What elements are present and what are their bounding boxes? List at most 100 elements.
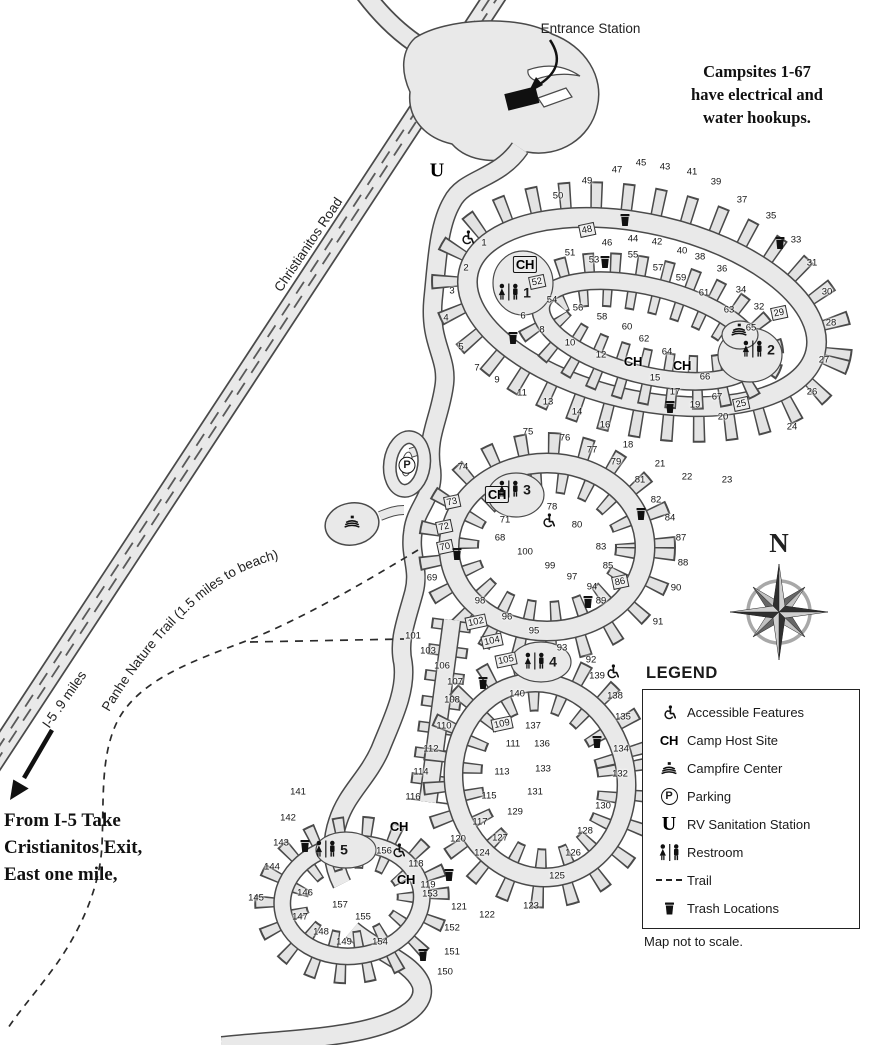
campsite-label-155: 155 <box>355 911 371 923</box>
campsite-label-58: 58 <box>596 311 608 323</box>
campsite-label-53: 53 <box>588 254 600 266</box>
campsite-label-81: 81 <box>634 474 646 486</box>
campsite-label-18: 18 <box>622 439 634 451</box>
accessible-marker <box>541 513 556 533</box>
campsite-label-26: 26 <box>806 386 818 398</box>
campsite-label-67: 67 <box>711 391 723 403</box>
campsite-label-28: 28 <box>825 317 837 329</box>
campsite-label-101: 101 <box>405 630 421 642</box>
campsite-label-105: 105 <box>494 651 518 669</box>
campsite-label-42: 42 <box>651 236 663 248</box>
legend-item: Campfire Center <box>651 754 851 782</box>
campsite-label-131: 131 <box>527 786 543 798</box>
restroom-marker-3: 3 <box>495 480 531 498</box>
accessible-icon <box>651 704 687 720</box>
campsite-label-50: 50 <box>552 190 564 202</box>
campsite-label-149: 149 <box>336 936 352 948</box>
campsite-label-126: 126 <box>565 847 581 859</box>
campsite-label-36: 36 <box>716 263 728 275</box>
campsite-label-152: 152 <box>444 922 460 934</box>
campsite-label-20: 20 <box>717 411 729 423</box>
campsite-label-7: 7 <box>474 362 480 374</box>
campfire-icon <box>651 761 687 775</box>
campsite-label-134: 134 <box>613 743 629 755</box>
campsite-label-64: 64 <box>661 346 673 358</box>
entrance-station-building <box>504 86 540 111</box>
camp-host-icon: CH <box>659 732 679 748</box>
trash-marker <box>636 507 647 526</box>
restroom-number: 1 <box>523 284 531 300</box>
campsite-label-19: 19 <box>689 399 701 411</box>
campsite-label-72: 72 <box>435 519 453 535</box>
legend-item-label: Trail <box>687 872 712 888</box>
campsite-label-154: 154 <box>372 936 388 948</box>
campsite-label-120: 120 <box>450 833 466 845</box>
campsite-label-97: 97 <box>566 571 578 583</box>
legend-item: CH Camp Host Site <box>651 726 851 754</box>
campsite-label-25: 25 <box>732 396 750 412</box>
campsite-label-115: 115 <box>481 790 497 802</box>
campsite-label-17: 17 <box>669 386 681 398</box>
parking-marker: P <box>398 455 416 474</box>
campsite-label-75: 75 <box>522 426 534 438</box>
restroom-marker-5: 5 <box>312 840 348 858</box>
campsite-label-125: 125 <box>549 870 565 882</box>
accessible-marker <box>605 664 620 684</box>
campsite-label-39: 39 <box>710 176 722 188</box>
campsite-label-112: 112 <box>423 743 439 755</box>
trash-marker <box>444 868 455 887</box>
campsite-label-69: 69 <box>426 572 438 584</box>
campsite-label-95: 95 <box>528 625 540 637</box>
trash-marker <box>775 236 786 255</box>
restroom-number: 3 <box>523 481 531 497</box>
campsite-label-143: 143 <box>273 837 289 849</box>
campsite-label-60: 60 <box>621 321 633 333</box>
campsite-label-80: 80 <box>571 519 583 531</box>
campsite-label-89: 89 <box>595 595 607 607</box>
accessible-marker <box>391 843 406 863</box>
camp-host-marker: CH <box>396 872 416 887</box>
campsite-label-15: 15 <box>649 372 661 384</box>
campsite-label-32: 32 <box>753 301 765 313</box>
hookup-note: Campsites 1-67 have electrical and water… <box>691 62 823 128</box>
campsite-label-43: 43 <box>659 161 671 173</box>
campsite-label-10: 10 <box>564 337 576 349</box>
campsite-label-6: 6 <box>520 310 526 322</box>
trash-icon <box>651 901 687 915</box>
campsite-label-90: 90 <box>670 582 682 594</box>
campsite-label-94: 94 <box>586 581 598 593</box>
campsite-label-132: 132 <box>612 768 628 780</box>
legend-item: Accessible Features <box>651 698 851 726</box>
campsite-label-153: 153 <box>422 888 438 900</box>
campsite-label-113: 113 <box>494 766 510 778</box>
campsite-label-133: 133 <box>535 763 551 775</box>
campsite-label-77: 77 <box>586 444 598 456</box>
campsite-label-137: 137 <box>525 720 541 732</box>
legend-item: Restroom <box>651 838 851 866</box>
restroom-number: 2 <box>767 341 775 357</box>
trash-marker <box>592 735 603 754</box>
legend-item: Trail <box>651 866 851 894</box>
legend-item-label: Trash Locations <box>687 900 780 916</box>
campsite-label-48: 48 <box>578 222 596 238</box>
campsite-label-84: 84 <box>664 512 676 524</box>
trash-marker <box>300 839 311 858</box>
trash-marker <box>583 595 594 614</box>
campsite-label-2: 2 <box>463 262 469 274</box>
campsite-label-156: 156 <box>376 845 392 857</box>
campsite-label-40: 40 <box>676 245 688 257</box>
campsite-label-99: 99 <box>544 560 556 572</box>
campsite-label-122: 122 <box>479 909 495 921</box>
campsite-label-150: 150 <box>437 966 453 978</box>
campsite-label-65: 65 <box>745 322 757 334</box>
campsite-label-41: 41 <box>686 166 698 178</box>
campsite-label-157: 157 <box>332 899 348 911</box>
campsite-label-71: 71 <box>499 514 511 526</box>
campsite-label-61: 61 <box>698 287 710 299</box>
campsite-label-57: 57 <box>652 262 664 274</box>
legend: LEGEND Accessible Features CH Camp Host … <box>642 664 860 949</box>
campsite-label-148: 148 <box>313 926 329 938</box>
parking-icon: P <box>651 787 687 805</box>
campsite-label-110: 110 <box>436 720 452 732</box>
